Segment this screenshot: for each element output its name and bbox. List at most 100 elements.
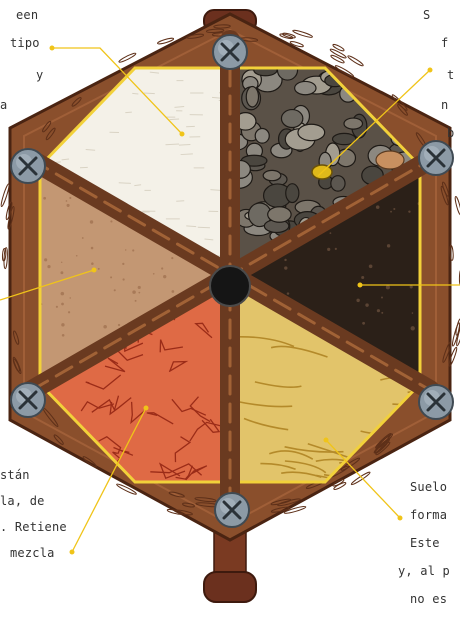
sand-stroke [181,154,193,155]
silt-speck [68,311,70,313]
humus-speck [284,266,287,269]
sand-stroke [176,201,184,202]
silt-speck [82,237,84,239]
wood-grain-mark [332,43,345,51]
phillips-screw-icon [213,35,247,69]
pebble [358,67,374,79]
pebble [255,129,269,144]
label-line: tipo [10,30,40,56]
leader-dot-top-left [50,46,55,51]
humus-speck [393,208,395,210]
silt-speck [123,278,125,280]
pebble [286,184,299,203]
silt-speck [44,258,47,261]
humus-speck [386,285,390,289]
silt-speck [62,334,65,337]
label-line: een [16,2,38,28]
silt-speck [56,306,58,308]
silt-speck [61,303,64,306]
silt-speck [163,275,166,278]
humus-speck [361,276,364,279]
silt-speck [153,273,155,275]
silt-speck [91,247,94,250]
leader-dot-bottom-right [398,516,403,521]
silt-speck [90,220,93,223]
leader-dot-right [358,283,363,288]
label-line: Suelo [410,474,447,500]
humus-speck [387,244,390,247]
silt-speck [61,292,65,296]
silt-speck [76,255,78,257]
label-line: S [423,2,430,28]
humus-speck [381,297,383,299]
silt-speck [61,262,62,263]
sand-stroke [198,227,210,228]
silt-speck [60,271,63,274]
silt-speck [47,265,50,268]
label-line: la, de [0,488,45,514]
silt-speck [135,300,137,302]
label-line: y, al p [398,558,450,584]
pebble [344,118,362,129]
phillips-screw-icon [215,493,249,527]
humus-speck [335,248,337,250]
silt-speck [171,290,174,293]
humus-speck [330,232,332,234]
humus-speck [287,292,289,294]
silt-speck [114,289,116,291]
pebble [263,170,281,180]
humus-speck [410,285,413,288]
label-line: stán [0,462,30,488]
phillips-screw-icon [419,141,453,175]
wood-grain-mark [118,52,136,63]
label-line: Este [410,530,440,556]
sand-stroke [179,145,190,146]
pebble [298,124,325,140]
wood-grain-mark [454,196,460,215]
silt-speck [139,292,141,294]
silt-speck [69,197,71,199]
label-line: mezcla [10,540,55,566]
humus-speck [327,248,330,251]
humus-speck [412,312,414,314]
phillips-screw-icon [11,149,45,183]
label-line: a [0,92,7,118]
label-line: n [441,92,448,118]
silt-speck [125,249,126,250]
sand-stroke [125,112,132,113]
humus-speck [365,303,368,306]
leader-dot-left [92,268,97,273]
pebble [414,66,426,79]
humus-speck [390,211,392,213]
sand-stroke [169,119,179,120]
label-line: t [447,62,454,88]
silt-speck [91,262,94,265]
humus-speck [369,264,373,268]
silt-speck [43,197,46,200]
silt-speck [67,204,70,207]
humus-speck [381,312,383,314]
leader-dot-bottom-left [70,550,75,555]
humus-speck [377,309,380,312]
silt-speck [161,267,163,269]
fiber-strand [413,455,460,461]
silt-speck [122,263,124,265]
leader-dot-bottom-right-end [324,438,329,443]
bottom-handle-cap [204,572,256,602]
hub-icon [210,266,250,306]
label-line: b [447,120,454,146]
label-line: no es [410,586,447,612]
silt-speck [110,220,112,222]
humus-speck [411,326,415,330]
sand-stroke [144,93,155,94]
silt-speck [66,200,68,202]
pebble [246,87,258,107]
humus-speck [376,205,380,209]
silt-speck [103,325,107,329]
silt-speck [132,290,136,294]
silt-speck [70,297,71,298]
sand-stroke [132,93,138,94]
silt-speck [61,323,64,326]
